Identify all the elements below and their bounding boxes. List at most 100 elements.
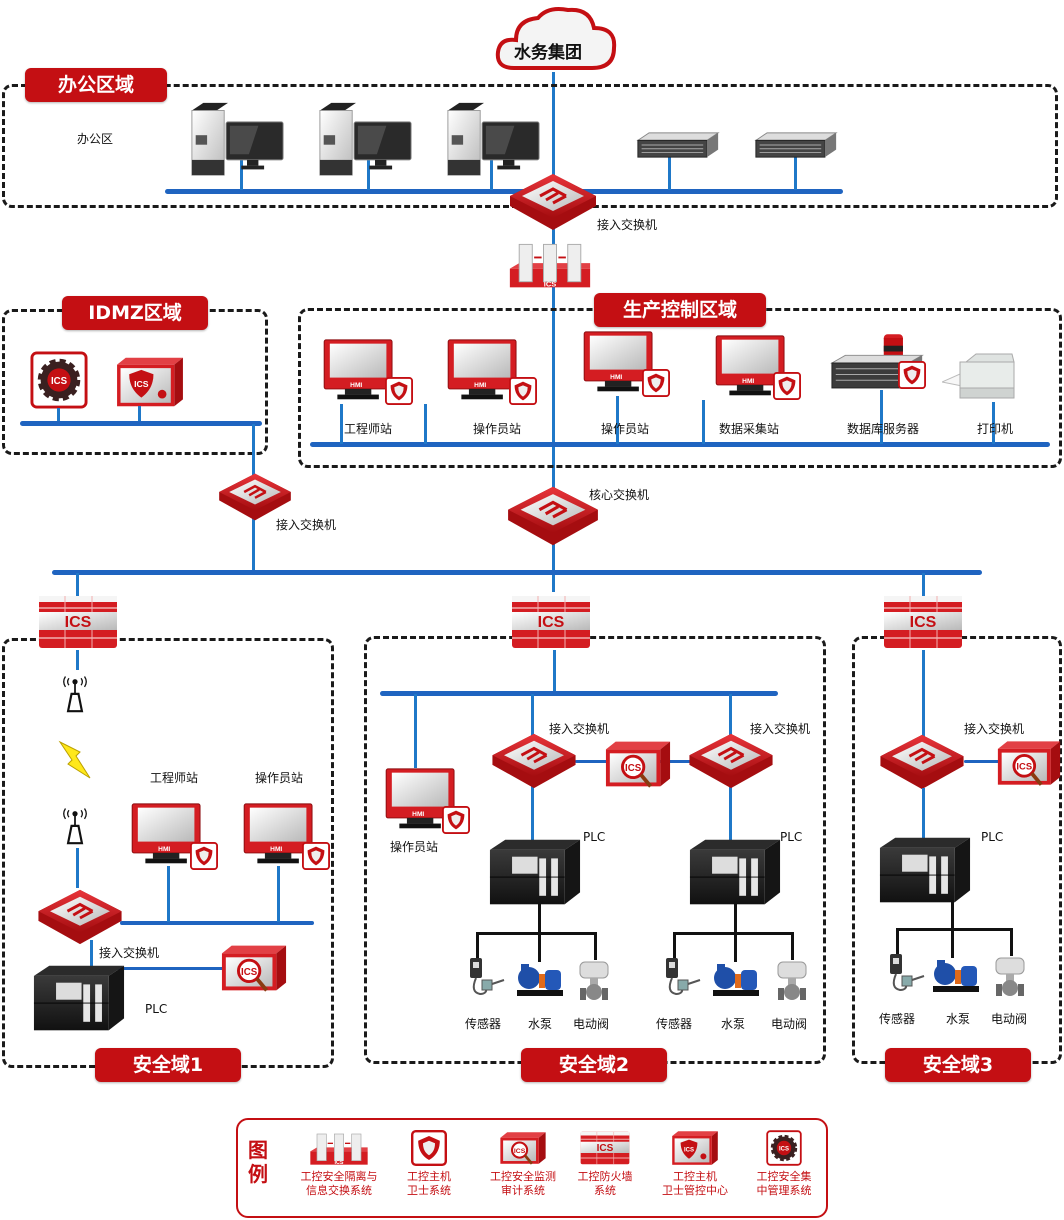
prod-link <box>702 400 705 444</box>
sz1-link <box>167 866 170 922</box>
sz1-access-switch-icon[interactable] <box>35 888 125 946</box>
fieldbus <box>951 900 954 930</box>
sz2-plc-label: PLC <box>583 830 606 844</box>
legend-item-isolation: 工控安全隔离与 信息交换系统 <box>294 1130 384 1198</box>
printer-icon[interactable] <box>942 352 1022 402</box>
office-pc-icon <box>318 100 413 178</box>
sz3-switch-label: 接入交换机 <box>964 722 1025 736</box>
sz2-bus <box>380 691 778 696</box>
zone-idmz-title: IDMZ区域 <box>62 296 208 330</box>
field-label: 传感器 <box>465 1017 502 1031</box>
sz1-plc-label: PLC <box>145 1002 168 1016</box>
office-server-icon <box>754 131 838 159</box>
central-management-icon[interactable] <box>29 351 89 409</box>
legend-label: 工控安全监测 <box>490 1170 556 1183</box>
sz1-link <box>277 866 280 922</box>
legend-label: 信息交换系统 <box>306 1184 372 1197</box>
fieldbus <box>896 928 899 956</box>
host-guard-icon <box>411 1130 447 1166</box>
field-label: 水泵 <box>946 1012 971 1026</box>
legend-item-guard-center: 工控主机 卫士管控中心 <box>650 1130 740 1198</box>
fieldbus <box>951 928 954 958</box>
fieldbus <box>538 932 541 962</box>
field-label: 传感器 <box>656 1017 693 1031</box>
host-guard-icon <box>442 806 470 834</box>
firewall-icon[interactable] <box>38 594 118 650</box>
office-link-srv1 <box>668 156 671 190</box>
antenna-icon <box>62 668 88 718</box>
office-server-icon <box>636 131 720 159</box>
audit-monitor-icon[interactable] <box>996 738 1062 788</box>
electric-valve-icon <box>576 960 612 1004</box>
prod-device-label: 打印机 <box>977 422 1014 436</box>
distribution-bus <box>52 570 982 575</box>
cloud-icon <box>495 7 617 70</box>
legend-item-host-guard: 工控主机 卫士系统 <box>396 1130 462 1198</box>
fieldbus <box>538 904 541 934</box>
plc-icon[interactable] <box>870 836 980 904</box>
zone-production-title: 生产控制区域 <box>594 293 766 327</box>
office-sublabel: 办公区 <box>77 132 114 146</box>
sz2-op-label: 操作员站 <box>390 840 439 854</box>
host-guard-icon <box>773 372 801 400</box>
legend-label: 卫士管控中心 <box>662 1184 728 1197</box>
field-label: 水泵 <box>528 1017 553 1031</box>
sz3-access-switch-icon[interactable] <box>878 733 966 791</box>
fieldbus <box>791 932 794 960</box>
sz1-audit-link <box>90 967 224 970</box>
host-guard-center-icon[interactable] <box>112 356 188 408</box>
plc-icon[interactable] <box>480 838 590 906</box>
office-link-srv2 <box>794 156 797 190</box>
electric-valve-icon <box>774 960 810 1004</box>
office-switch-label: 接入交换机 <box>597 218 658 232</box>
firewall-icon[interactable] <box>883 594 963 650</box>
sz3-plc-label: PLC <box>981 830 1004 844</box>
sz3-audit-link <box>964 760 1000 763</box>
antenna-icon <box>62 800 88 850</box>
water-pump-icon <box>514 962 566 998</box>
isolation-gateway-icon[interactable] <box>508 238 592 290</box>
water-pump-icon <box>930 958 982 994</box>
cloud-label: 水务集团 <box>514 43 582 63</box>
fw1-uplink <box>76 573 79 597</box>
office-access-switch-icon[interactable] <box>507 172 599 232</box>
prod-device-label: 操作员站 <box>601 422 650 436</box>
plc-icon[interactable] <box>680 838 790 906</box>
fieldbus <box>476 932 596 935</box>
sz2-access-switch-icon[interactable] <box>490 732 578 790</box>
isolation-gateway-icon <box>309 1130 369 1166</box>
zone-security-1-title: 安全域1 <box>95 1048 241 1082</box>
idmz-link-2 <box>138 406 141 423</box>
fieldbus <box>476 932 479 960</box>
office-bus <box>165 189 843 194</box>
core-switch-icon[interactable] <box>506 484 600 548</box>
plc-icon[interactable] <box>24 964 134 1032</box>
prod-link <box>616 396 619 444</box>
fw3-uplink <box>922 573 925 597</box>
idmz-access-switch-icon[interactable] <box>217 472 293 522</box>
sz1-hmi-bus <box>120 921 314 925</box>
legend-label: 工控防火墙 <box>577 1170 633 1183</box>
legend-label: 工控安全隔离与 <box>300 1170 378 1183</box>
zone-office-title: 办公区域 <box>25 68 167 102</box>
sz2-access-switch-icon[interactable] <box>687 732 775 790</box>
sz3-link <box>922 788 925 838</box>
office-link-pc1 <box>240 160 243 190</box>
legend-item-central-mgmt: 工控安全集 中管理系统 <box>744 1130 824 1198</box>
legend-label: 卫士系统 <box>407 1184 451 1197</box>
idmz-bus <box>20 421 262 426</box>
legend: 图例 工控安全隔离与 信息交换系统 工控主机 卫士系统 工控安全监测 审计系统 … <box>236 1118 828 1218</box>
production-bus <box>310 442 1050 447</box>
audit-monitor-icon[interactable] <box>220 942 288 994</box>
sz1-eng-label: 工程师站 <box>150 771 199 785</box>
fieldbus <box>1010 928 1013 956</box>
prod-link <box>992 402 995 444</box>
audit-monitor-icon[interactable] <box>604 738 672 790</box>
prod-device-label: 操作员站 <box>473 422 522 436</box>
firewall-icon[interactable] <box>511 594 591 650</box>
legend-label: 中管理系统 <box>756 1184 812 1197</box>
host-guard-icon <box>642 369 670 397</box>
fieldbus <box>673 932 676 960</box>
field-label: 电动阀 <box>991 1012 1028 1026</box>
sensor-icon <box>886 952 926 996</box>
